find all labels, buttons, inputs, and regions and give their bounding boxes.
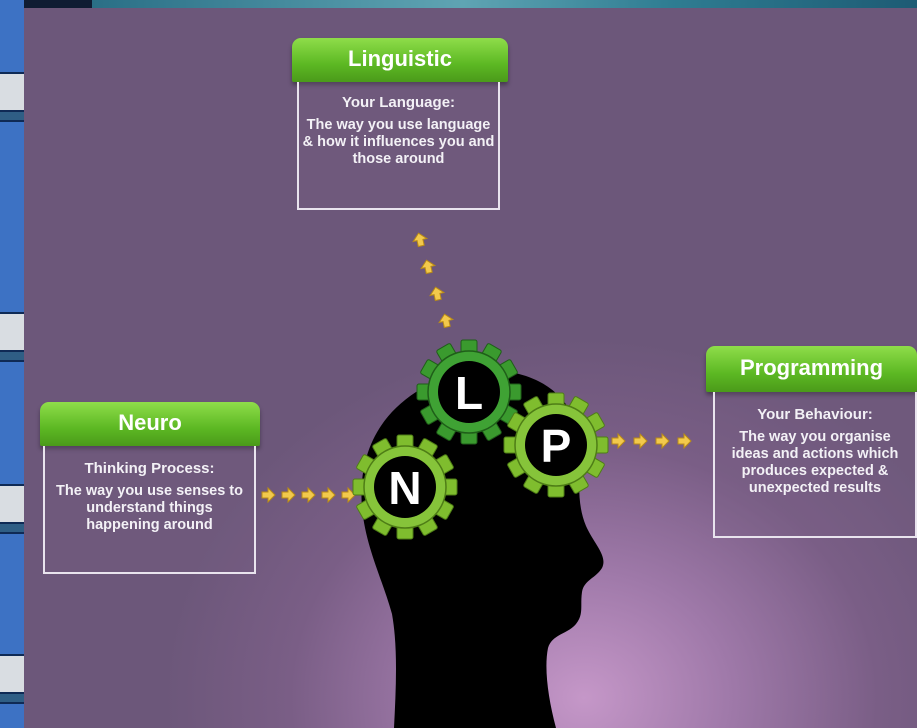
programming-title: Programming xyxy=(739,355,884,380)
thumbnail-divider xyxy=(0,112,24,120)
thumbnail-block xyxy=(0,534,24,654)
linguistic-subtitle: Your Language: xyxy=(341,94,456,111)
thumbnail-divider xyxy=(0,694,24,702)
arrow-up-icon xyxy=(437,312,455,329)
thumbnail-block xyxy=(0,0,24,72)
arrows-from-neuro xyxy=(261,487,356,503)
gear-l-letter: L xyxy=(455,367,483,419)
arrow-right-icon xyxy=(655,433,670,449)
programming-header: Programming xyxy=(706,346,917,392)
thumbnail-divider xyxy=(0,656,24,692)
thumbnail-divider xyxy=(0,314,24,350)
arrows-to-programming xyxy=(611,433,692,449)
arrow-up-icon xyxy=(428,285,446,302)
thumbnail-divider xyxy=(0,524,24,532)
programming-subtitle: Your Behaviour: xyxy=(757,406,873,423)
thumbnail-divider xyxy=(0,486,24,522)
thumbnail-block xyxy=(0,122,24,312)
gear-n-letter: N xyxy=(388,462,421,514)
arrow-right-icon xyxy=(301,487,316,503)
neuro-title: Neuro xyxy=(118,410,182,435)
arrow-right-icon xyxy=(261,487,276,503)
nlp-illustration: N L P xyxy=(261,231,692,728)
neuro-subtitle: Thinking Process: xyxy=(84,460,215,477)
linguistic-header: Linguistic xyxy=(292,38,508,82)
thumbnail-block xyxy=(0,362,24,484)
thumbnail-divider xyxy=(0,352,24,360)
thumbnail-block xyxy=(0,704,24,728)
arrow-right-icon xyxy=(281,487,296,503)
linguistic-title: Linguistic xyxy=(348,46,452,71)
arrow-right-icon xyxy=(321,487,336,503)
gear-n-icon: N xyxy=(352,434,458,540)
gear-p-icon: P xyxy=(503,392,609,498)
slide-thumbnail-strip xyxy=(0,0,24,728)
programming-box: Your Behaviour: The way you organise ide… xyxy=(713,392,917,538)
linguistic-description: The way you use language & how it influe… xyxy=(302,117,495,167)
neuro-box: Thinking Process: The way you use senses… xyxy=(43,446,256,574)
arrow-right-icon xyxy=(633,433,648,449)
neuro-header: Neuro xyxy=(40,402,260,446)
arrows-to-linguistic xyxy=(411,231,455,329)
arrow-up-icon xyxy=(411,231,429,248)
arrow-up-icon xyxy=(419,258,437,275)
gear-l-icon: L xyxy=(416,339,522,445)
gear-p-letter: P xyxy=(541,420,572,472)
nlp-diagram: Linguistic Your Language: The way you us… xyxy=(24,8,917,728)
linguistic-box: Your Language: The way you use language … xyxy=(297,82,500,210)
arrow-right-icon xyxy=(677,433,692,449)
arrow-right-icon xyxy=(611,433,626,449)
top-banner xyxy=(92,0,917,8)
neuro-description: The way you use senses to understand thi… xyxy=(56,483,243,533)
thumbnail-divider xyxy=(0,74,24,110)
programming-description: The way you organise ideas and actions w… xyxy=(731,429,899,496)
